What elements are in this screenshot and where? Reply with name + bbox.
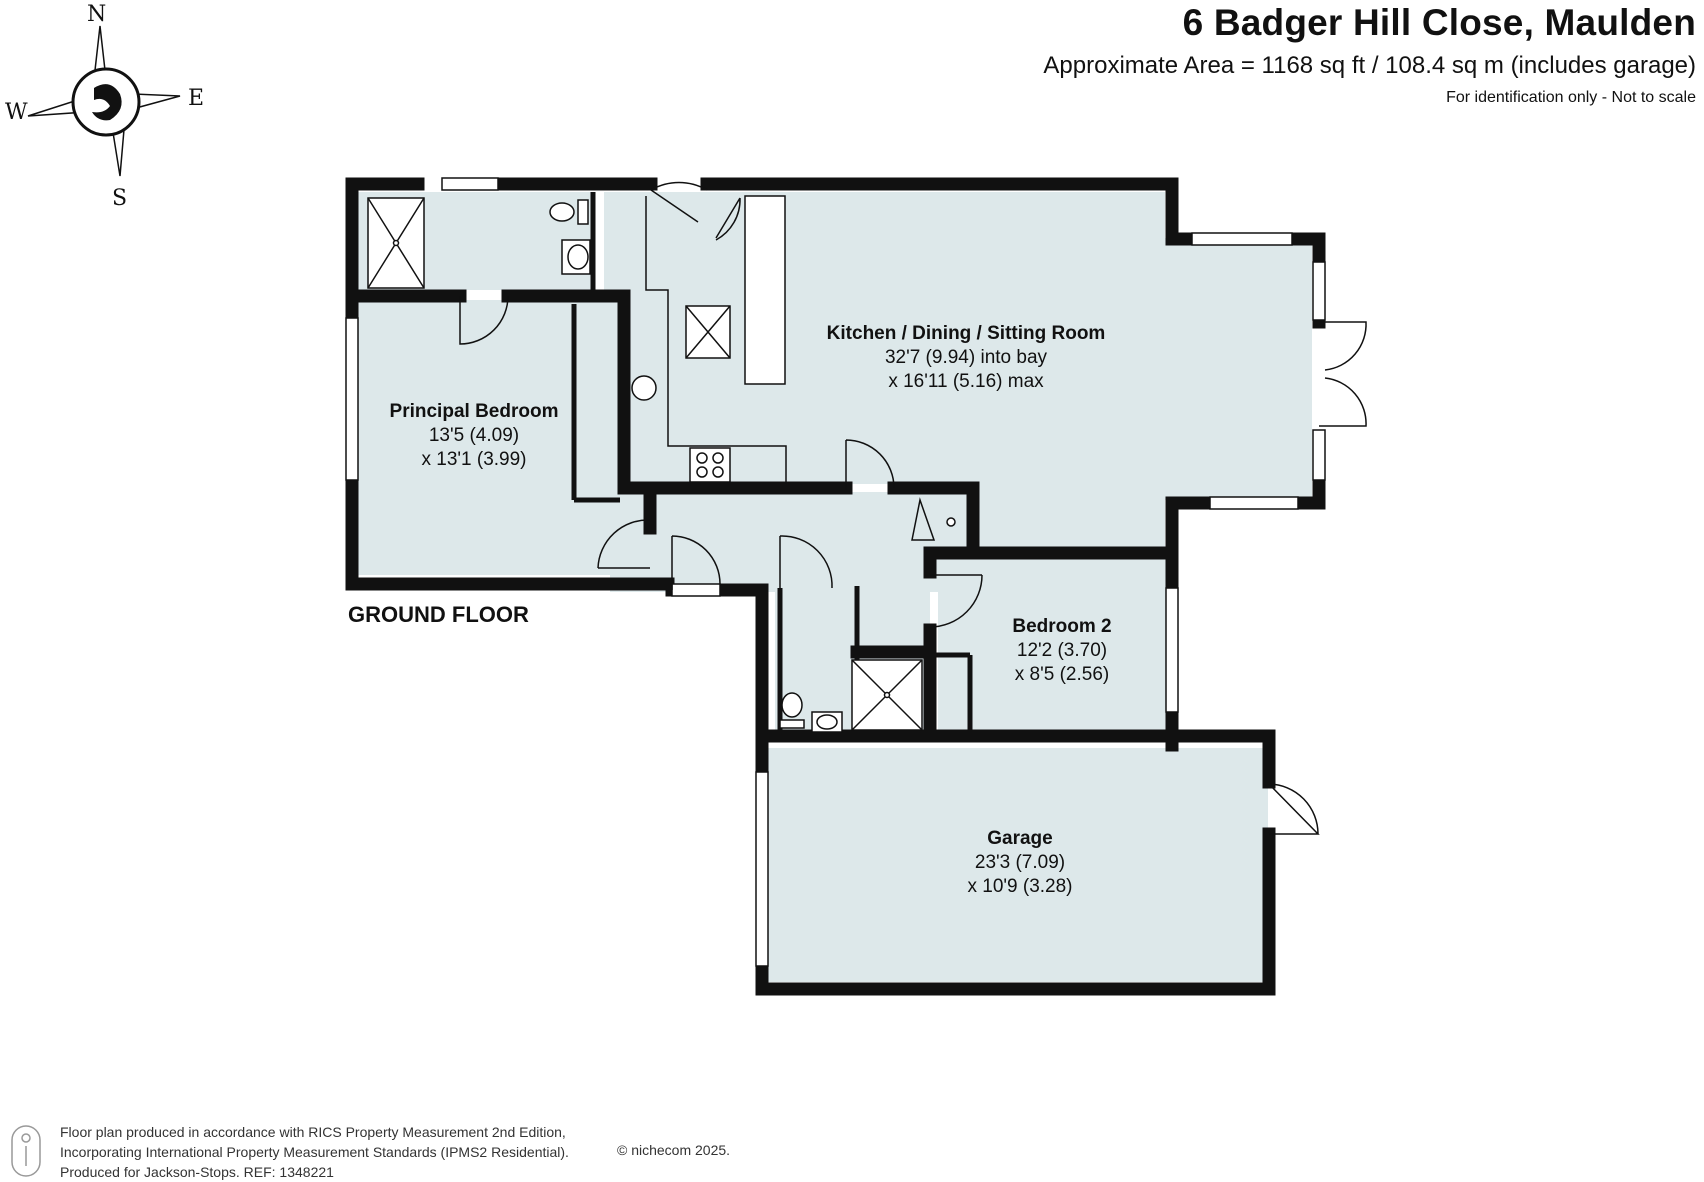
hob-ring-1 — [696, 452, 708, 464]
compass-needle-e — [133, 93, 181, 109]
shower-bathroom-drain — [883, 691, 891, 699]
footer-line: Incorporating International Property Mea… — [60, 1144, 569, 1160]
door-ensuite — [459, 295, 509, 345]
room-dimension: 13'5 (4.09) — [428, 425, 520, 446]
door-patio-right — [1319, 377, 1367, 427]
footer-line: Produced for Jackson-Stops. REF: 1348221 — [60, 1164, 334, 1180]
room-name: Bedroom 2 — [1012, 616, 1112, 637]
windows — [345, 177, 1326, 967]
room-name: Garage — [987, 828, 1053, 849]
room-dimension: 12'2 (3.70) — [1016, 640, 1108, 661]
wall-garage-west — [718, 583, 769, 779]
room-dimension: x 13'1 (3.99) — [421, 449, 527, 470]
door-bathroom — [779, 535, 833, 589]
room-name: Principal Bedroom — [389, 401, 559, 422]
compass-east-label: E — [188, 86, 205, 111]
door-cupboard — [911, 497, 936, 541]
fixtures — [367, 195, 956, 733]
wall-kitchen-ne — [1165, 177, 1199, 246]
wall-bay — [1288, 232, 1326, 273]
door-kitchen-top — [650, 181, 708, 223]
door-bedroom2 — [929, 574, 983, 628]
garage-floor — [768, 748, 1268, 982]
window-principal-west — [345, 317, 359, 481]
room-dimension: x 16'11 (5.16) max — [888, 371, 1044, 392]
room-dimension: 23'3 (7.09) — [974, 852, 1066, 873]
hob-ring-3 — [696, 466, 708, 478]
wall-garage — [1165, 729, 1276, 789]
identification-note: For identification only - Not to scale — [1446, 89, 1696, 106]
room-dimension: x 10'9 (3.28) — [967, 876, 1073, 897]
copyright: © nichecom 2025. — [617, 1142, 731, 1158]
door-patio-left — [1319, 321, 1367, 371]
footer-notes: Floor plan produced in accordance with R… — [60, 1122, 569, 1182]
wc-bathroom — [781, 692, 803, 718]
wc-bathroom-cistern — [779, 719, 805, 729]
approximate-area: Approximate Area = 1168 sq ft / 108.4 sq… — [1043, 52, 1696, 79]
compass-rose — [27, 25, 181, 177]
door-garage-side — [1268, 783, 1320, 835]
compass-west-label: W — [5, 100, 28, 125]
floor-label: GROUND FLOOR — [348, 602, 529, 627]
info-icon-head — [21, 1133, 31, 1143]
person-info-icon — [11, 1125, 41, 1177]
kitchen-extractor-cross — [685, 305, 731, 359]
basin-bathroom-bowl — [816, 714, 838, 730]
hob-ring-4 — [712, 466, 724, 478]
window-bay-south — [1209, 496, 1299, 510]
room-dimension: 32'7 (9.94) into bay — [884, 347, 1048, 368]
room-label-garage: Garage 23'3 (7.09) x 10'9 (3.28) — [967, 827, 1072, 899]
doors — [459, 181, 1367, 835]
compass-disc — [71, 67, 141, 137]
wall-bay-se — [1291, 473, 1326, 510]
window-bay-north — [1191, 232, 1293, 246]
room-label-kitchen: Kitchen / Dining / Sitting Room 32'7 (9.… — [827, 322, 1106, 394]
door-kitchen-pantry — [715, 197, 741, 241]
compass-logo-icon — [92, 84, 122, 121]
footer-line: Floor plan produced in accordance with R… — [60, 1124, 566, 1140]
property-title: 6 Badger Hill Close, Maulden — [1182, 2, 1696, 43]
door-kitchen-hall — [845, 439, 895, 490]
window-bedroom2 — [1165, 587, 1179, 713]
door-principal-hall — [597, 519, 651, 569]
room-name: Kitchen / Dining / Sitting Room — [826, 323, 1106, 344]
wall-garage-se — [755, 827, 1276, 996]
wc-ensuite-cistern — [577, 199, 589, 225]
kitchen-sink — [631, 375, 657, 401]
window-bay-east-top — [1312, 261, 1326, 321]
basin-ensuite-bowl — [567, 244, 589, 270]
window-hall — [671, 583, 721, 597]
window-garage — [755, 771, 769, 967]
info-icon-frame — [11, 1125, 41, 1177]
kitchen-island — [744, 195, 786, 385]
room-label-bedroom2: Bedroom 2 12'2 (3.70) x 8'5 (2.56) — [1012, 615, 1111, 687]
shower-ensuite-drain — [392, 239, 400, 247]
boiler — [946, 517, 956, 527]
hob-ring-2 — [712, 452, 724, 464]
compass-south-label: S — [112, 186, 128, 211]
window-bay-east-bottom — [1312, 429, 1326, 481]
bedroom2-floor — [938, 558, 1166, 733]
compass-north-label: N — [87, 2, 107, 27]
window-ensuite — [441, 177, 499, 191]
room-dimension: x 8'5 (2.56) — [1014, 664, 1110, 685]
room-label-principal-bedroom: Principal Bedroom 13'5 (4.09) x 13'1 (3.… — [390, 400, 559, 472]
wc-ensuite — [549, 202, 575, 222]
kitchen-units-left — [645, 196, 787, 484]
door-front — [671, 535, 721, 590]
kitchen-hob — [689, 447, 731, 483]
